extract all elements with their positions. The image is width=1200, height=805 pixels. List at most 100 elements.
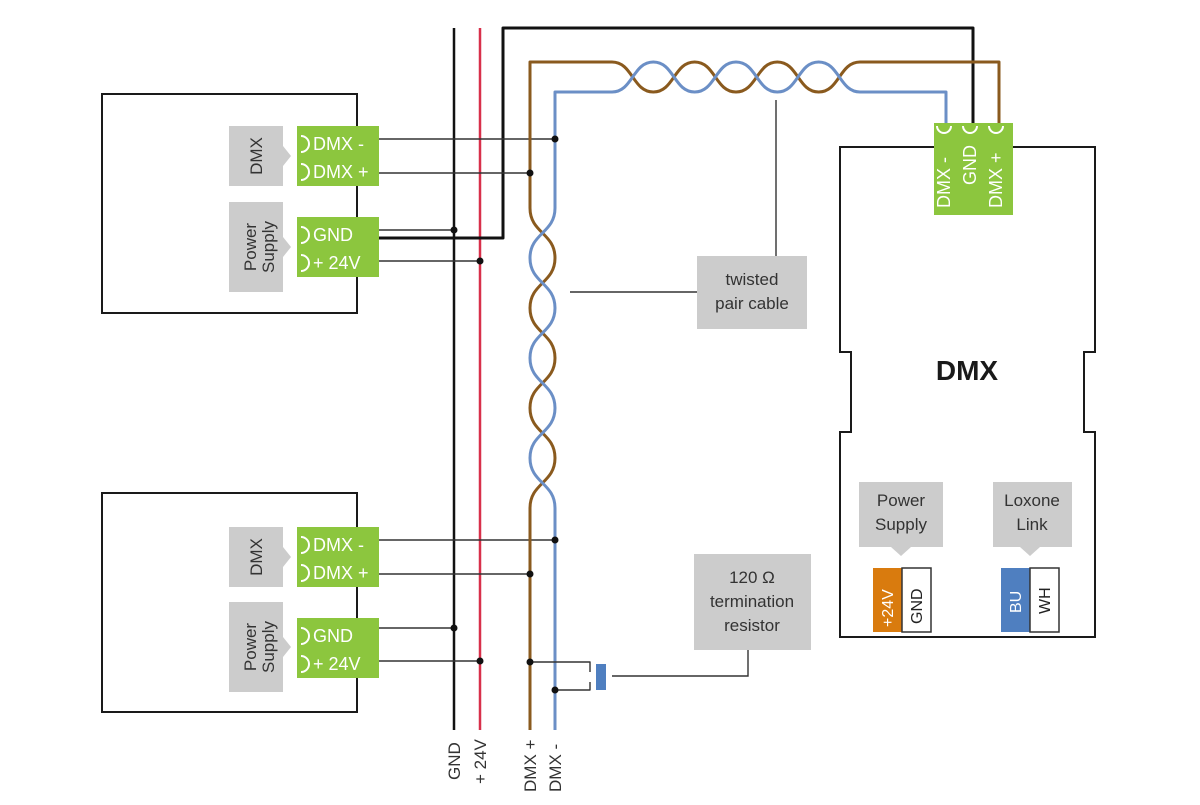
device-1-screw-icon	[300, 135, 310, 153]
resistor-lead-minus	[555, 682, 591, 691]
device-1-terminal-dmx-plus: DMX +	[313, 162, 369, 182]
device-1-screw-icon	[300, 254, 310, 272]
junction-dot	[526, 658, 534, 666]
device-2-power-label-box	[229, 602, 283, 692]
resistor-callout-line3: resistor	[724, 616, 780, 635]
bus-label-gnd: GND	[445, 742, 464, 780]
extension-power-callout-box	[859, 482, 943, 547]
extension-terminal-wh-block	[1029, 567, 1060, 633]
device-1-power-pointer	[283, 237, 291, 257]
resistor-callout-leader	[612, 650, 749, 677]
device-1-power-label-line2: Supply	[259, 221, 278, 273]
extension-link-callout-box	[993, 482, 1072, 547]
extension-terminal-bu: BU	[1008, 591, 1025, 613]
device-2: DMX Power Supply DMX - DMX + GND + 24V	[101, 492, 379, 713]
extension-terminal-wh: WH	[1037, 587, 1054, 614]
device-1-screw-icon	[300, 226, 310, 244]
device-1-dmx-pointer	[283, 146, 291, 166]
extension-screw-icon	[988, 125, 1004, 134]
device-2-dmx-pointer	[283, 547, 291, 567]
resistor-callout-line1: 120 Ω	[729, 568, 775, 587]
bus-wires	[379, 26, 1001, 730]
bus-labels: GND + 24V DMX + DMX -	[445, 738, 565, 792]
extension-dmx-terminal-block	[934, 123, 1013, 215]
termination-resistor-icon	[596, 664, 606, 690]
bus-label-24v: + 24V	[471, 738, 490, 784]
bus-label-dmx-minus: DMX -	[546, 744, 565, 792]
device-2-power-label-line2: Supply	[259, 621, 278, 673]
twisted-pair-vertical-brown	[528, 207, 557, 509]
device-1-terminal-24v: + 24V	[313, 253, 361, 273]
extension-terminal-gnd-block	[901, 567, 932, 633]
junction-dot	[526, 570, 534, 578]
resistor-callout-line2: termination	[710, 592, 794, 611]
extension-terminal-24v: +24V	[880, 589, 897, 627]
extension-terminal-gnd-bottom: GND	[909, 588, 926, 624]
device-1-dmx-label-box	[229, 126, 283, 186]
device-2-dmx-label-box	[229, 527, 283, 587]
junction-dot	[551, 536, 559, 544]
extension-screw-icon	[962, 125, 978, 134]
device-1-screw-icon	[300, 163, 310, 181]
device-2-power-label-line1: Power	[241, 623, 260, 672]
extension-terminal-gnd: GND	[960, 145, 980, 185]
device-2-dmx-label: DMX	[247, 538, 266, 576]
twisted-pair-callout: twisted pair cable	[570, 100, 807, 329]
extension-link-callout-line2: Link	[1016, 515, 1048, 534]
resistor-callout: 120 Ω termination resistor	[612, 554, 811, 677]
extension-power-callout-line1: Power	[877, 491, 926, 510]
device-2-terminal-gnd: GND	[313, 626, 353, 646]
junction-dots	[450, 135, 559, 694]
dmx-plus-wire-top-right	[860, 60, 1001, 123]
twisted-callout-line2: pair cable	[715, 294, 789, 313]
twisted-callout-box	[697, 256, 807, 329]
device-1-dmx-terminal-block	[297, 126, 379, 186]
bus-label-dmx-plus: DMX +	[521, 740, 540, 793]
device-2-screw-icon	[300, 564, 310, 582]
junction-dot	[476, 257, 484, 265]
device-1-power-terminal-block	[297, 217, 379, 277]
extension-screw-icon	[936, 125, 952, 134]
device-1-terminal-dmx-minus: DMX -	[313, 134, 364, 154]
device-2-power-terminal-block	[297, 618, 379, 678]
device-2-screw-icon	[300, 536, 310, 554]
extension-link-callout-pointer	[1020, 547, 1040, 556]
dmx-minus-wire-top-left	[553, 90, 612, 208]
junction-dot	[551, 686, 559, 694]
device-2-terminal-dmx-minus: DMX -	[313, 535, 364, 555]
resistor-lead-plus	[530, 661, 591, 672]
twisted-callout-line1: twisted	[726, 270, 779, 289]
device-1-dmx-label: DMX	[247, 137, 266, 175]
device-2-screw-icon	[300, 655, 310, 673]
extension-terminal-dmx-minus: DMX -	[934, 157, 954, 208]
junction-dot	[476, 657, 484, 665]
extension-terminal-dmx-plus: DMX +	[986, 152, 1006, 208]
junction-dot	[526, 169, 534, 177]
device-2-terminal-dmx-plus: DMX +	[313, 563, 369, 583]
device-2-screw-icon	[300, 627, 310, 645]
dmx-extension: DMX DMX - GND DMX + Power Supply +24V GN…	[839, 123, 1096, 638]
device-2-dmx-terminal-block	[297, 527, 379, 587]
twisted-pair-vertical-blue	[528, 207, 557, 509]
extension-link-callout-line1: Loxone	[1004, 491, 1060, 510]
twisted-pair-horizontal-blue	[611, 60, 861, 94]
dmx-minus-wire-top-right	[860, 90, 948, 123]
device-2-power-pointer	[283, 637, 291, 657]
gnd-extension-wire	[379, 26, 975, 240]
twisted-pair-horizontal-brown	[611, 60, 861, 94]
extension-power-callout-line2: Supply	[875, 515, 927, 534]
device-2-terminal-24v: + 24V	[313, 654, 361, 674]
junction-dot	[450, 624, 458, 632]
device-1: DMX Power Supply DMX - DMX + GND + 24V	[101, 93, 379, 314]
extension-title: DMX	[936, 355, 999, 386]
junction-dot	[450, 226, 458, 234]
extension-power-callout-pointer	[891, 547, 911, 556]
extension-terminal-bu-block	[1001, 568, 1030, 632]
resistor-callout-box	[694, 554, 811, 650]
device-1-power-label-line1: Power	[241, 223, 260, 272]
dmx-plus-wire-top-left	[528, 60, 612, 208]
device-1-terminal-gnd: GND	[313, 225, 353, 245]
extension-terminal-24v-block	[873, 568, 902, 632]
